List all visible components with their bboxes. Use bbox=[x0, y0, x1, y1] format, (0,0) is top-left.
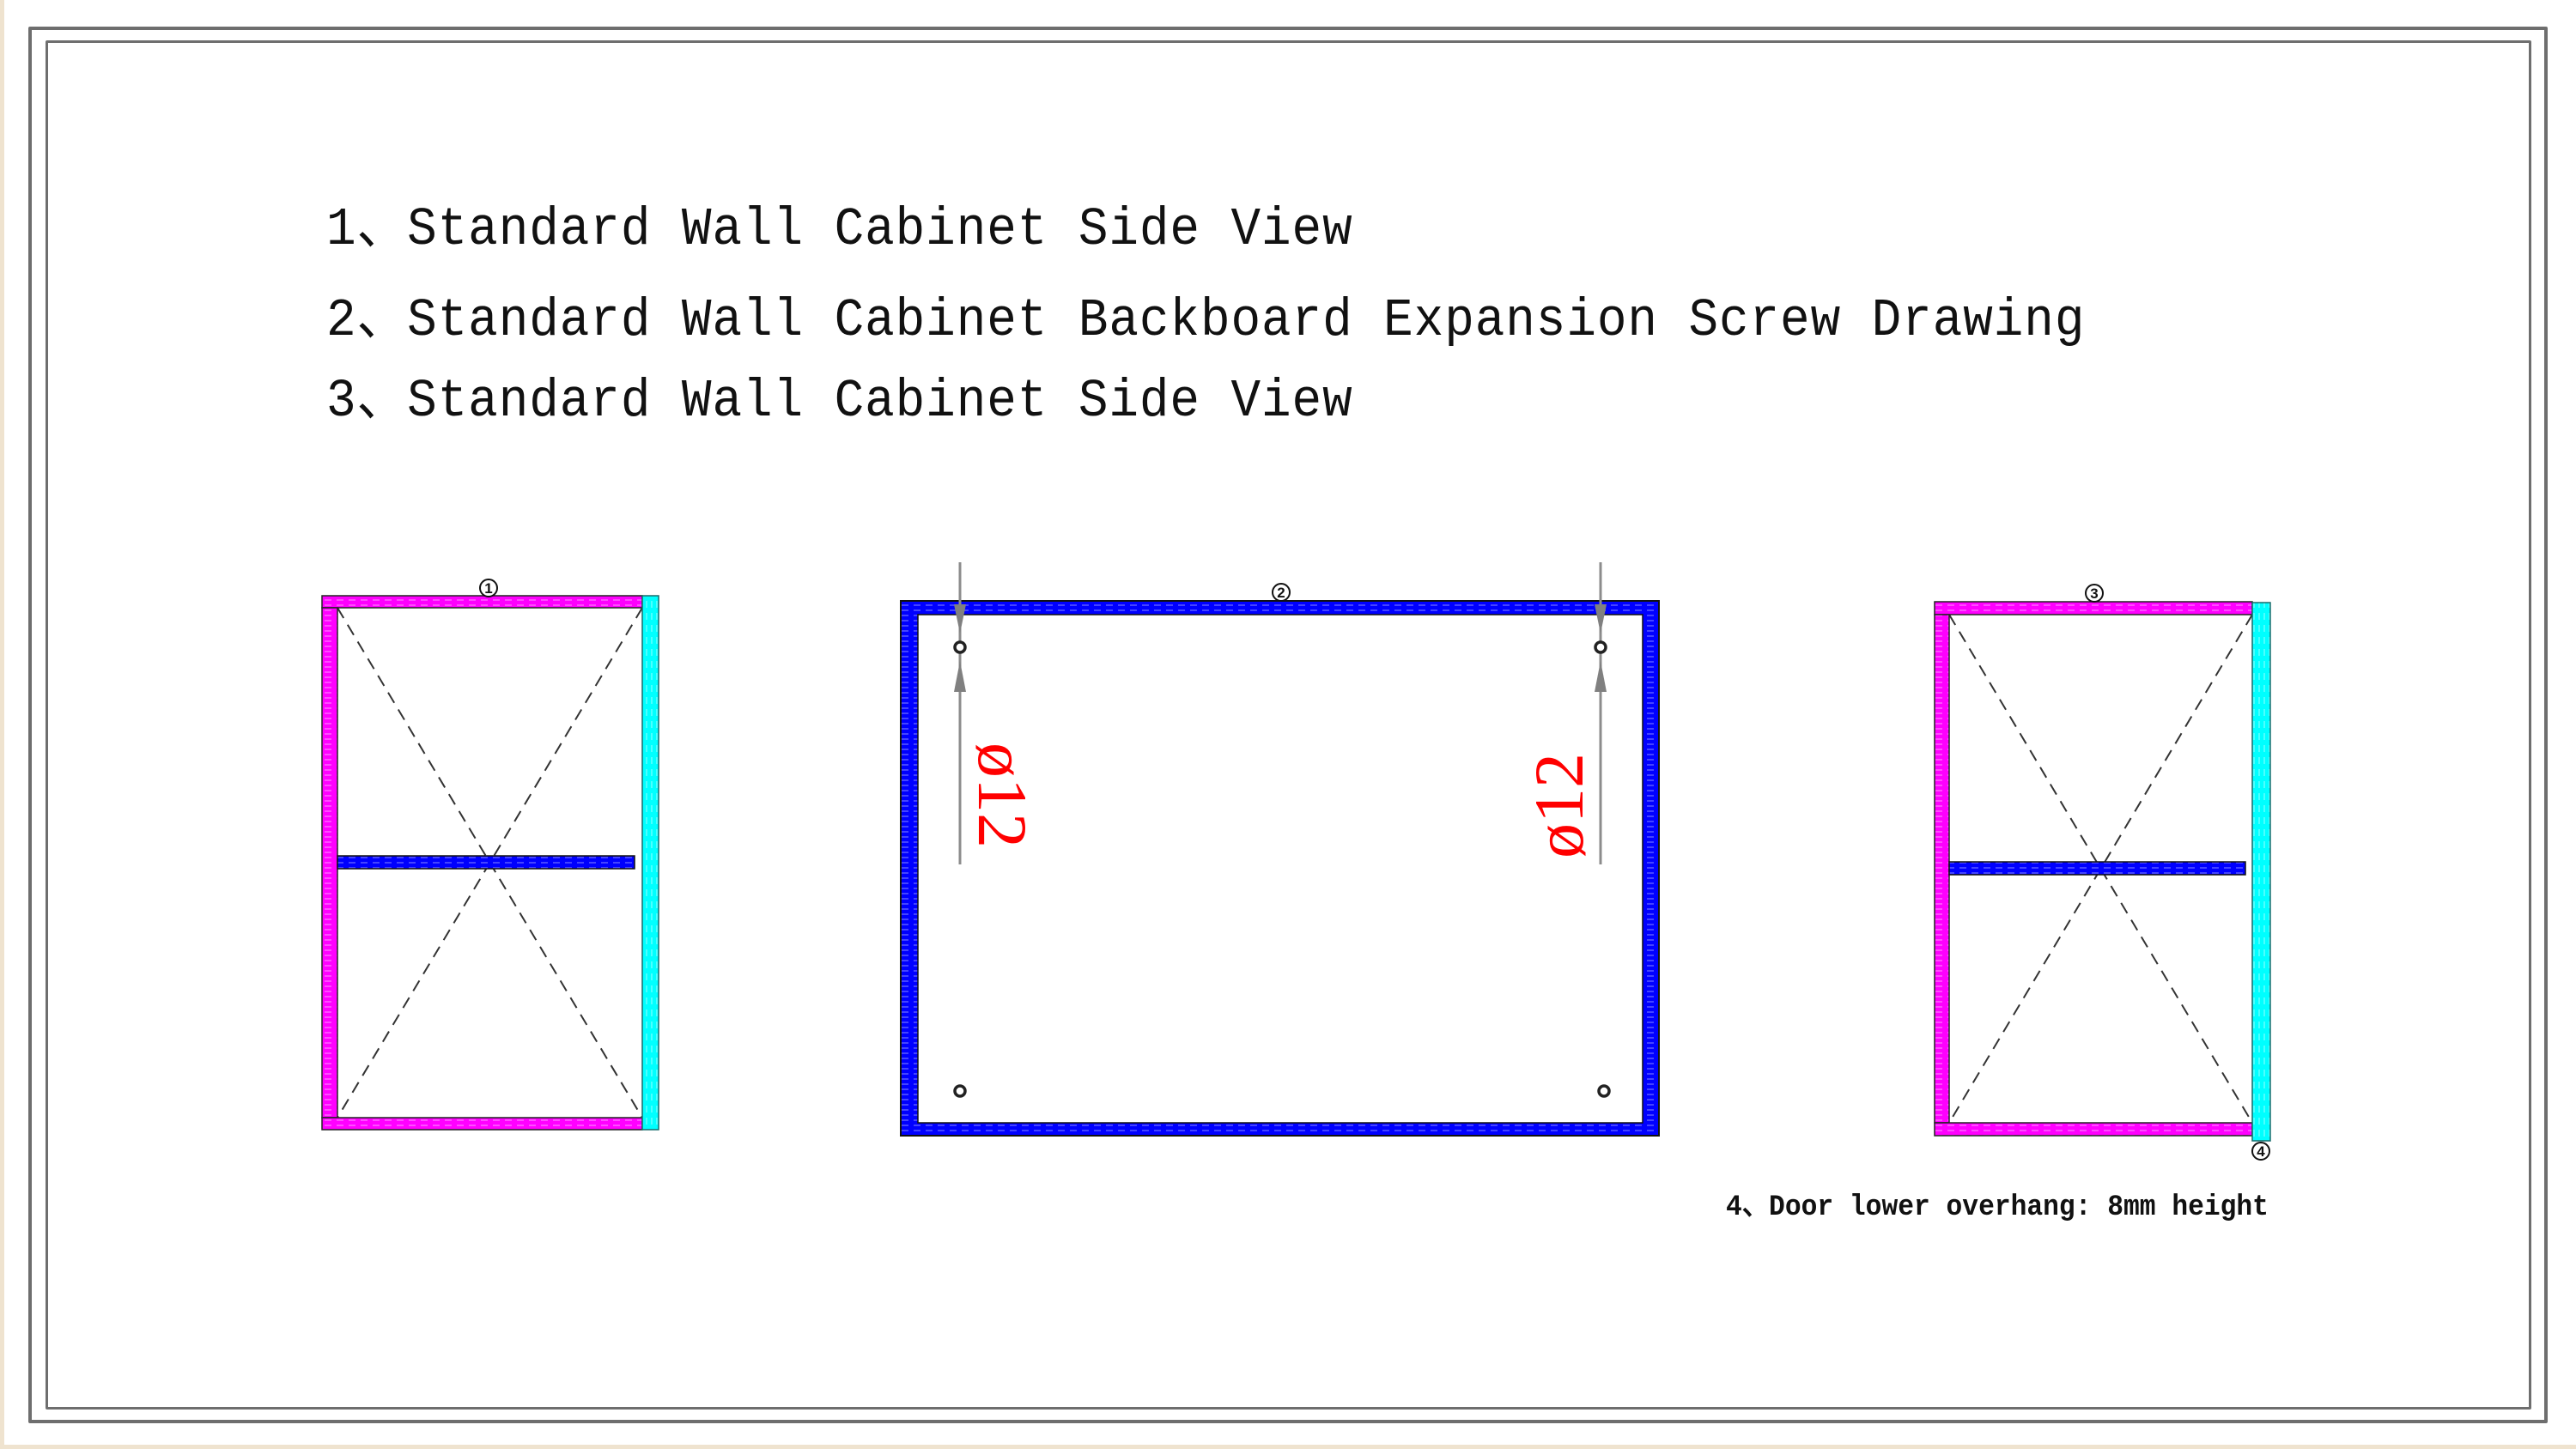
svg-text:1: 1 bbox=[484, 580, 492, 597]
bottom-panel bbox=[1934, 1122, 2253, 1137]
page-edge-left bbox=[0, 0, 4, 1449]
marker-4: 4 bbox=[2251, 1142, 2270, 1161]
arrow-up-icon bbox=[954, 661, 966, 692]
shelf-panel bbox=[1948, 861, 2246, 876]
shelf-panel bbox=[337, 855, 635, 870]
screw-hole-icon bbox=[953, 1084, 967, 1098]
side-view-1: 1 bbox=[321, 579, 659, 1131]
drawing-frame-outer bbox=[28, 27, 2548, 1423]
screw-hole-icon bbox=[953, 640, 967, 654]
door-panel bbox=[2251, 602, 2271, 1142]
page-edge-bottom bbox=[0, 1445, 2576, 1449]
arrow-down-icon bbox=[1595, 604, 1607, 634]
hole-diameter-label: ø12 bbox=[963, 743, 1042, 848]
screw-hole-icon bbox=[1594, 640, 1607, 654]
back-panel bbox=[1934, 614, 1950, 1124]
arrow-up-icon bbox=[1595, 661, 1607, 692]
bottom-panel bbox=[321, 1117, 643, 1131]
backboard-2: ø12 ø12 2 bbox=[900, 562, 1660, 1137]
marker-1: 1 bbox=[479, 579, 498, 597]
svg-text:4: 4 bbox=[2257, 1143, 2265, 1160]
svg-text:3: 3 bbox=[2090, 585, 2098, 602]
left-hole-dimension: ø12 bbox=[954, 562, 1042, 864]
door-panel bbox=[641, 595, 659, 1131]
top-panel bbox=[1934, 601, 2253, 615]
marker-3: 3 bbox=[2085, 584, 2104, 603]
door-overhang-note: 4、Door lower overhang: 8mm height bbox=[1726, 1191, 2269, 1224]
title-side-view-3: 3、Standard Wall Cabinet Side View bbox=[326, 371, 1353, 432]
back-panel bbox=[321, 607, 338, 1119]
arrow-down-icon bbox=[954, 604, 966, 634]
backboard-inner bbox=[917, 614, 1643, 1124]
title-backboard-drawing: 2、Standard Wall Cabinet Backboard Expans… bbox=[326, 290, 2086, 351]
drawing-frame-inner bbox=[46, 40, 2531, 1410]
title-side-view-1: 1、Standard Wall Cabinet Side View bbox=[326, 199, 1353, 260]
screw-hole-icon bbox=[1597, 1084, 1611, 1098]
top-panel bbox=[321, 595, 643, 609]
marker-2: 2 bbox=[1272, 583, 1291, 602]
svg-text:2: 2 bbox=[1277, 585, 1285, 601]
right-hole-dimension: ø12 bbox=[1520, 562, 1607, 864]
hole-diameter-label: ø12 bbox=[1520, 753, 1598, 858]
side-view-3: 3 4 bbox=[1934, 584, 2271, 1161]
